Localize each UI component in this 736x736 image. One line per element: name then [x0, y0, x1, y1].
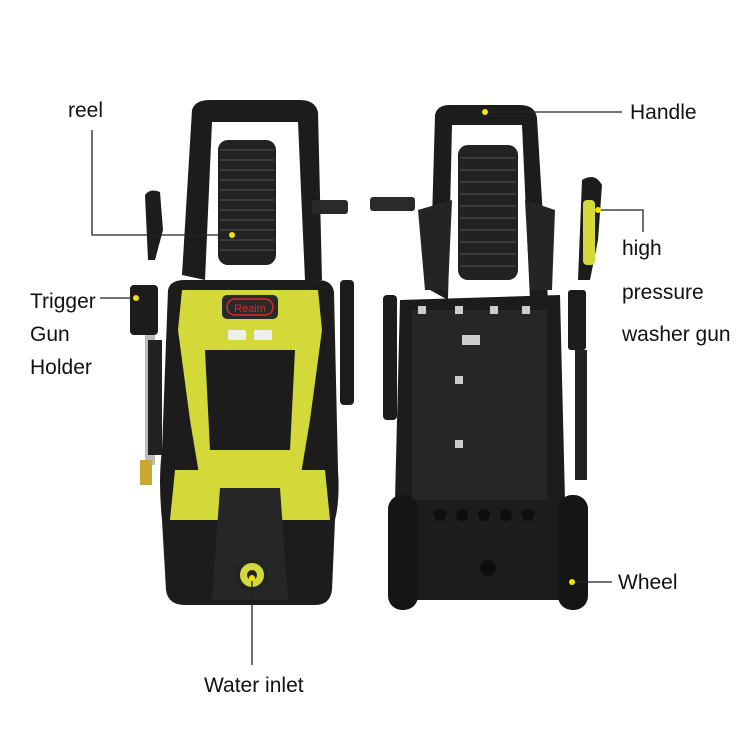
label-reel: reel	[68, 99, 104, 122]
reel-leader	[91, 130, 232, 236]
left-wheel	[388, 495, 418, 610]
brand-badge	[222, 295, 278, 319]
label-trigger-gun-holder-line1: Trigger	[30, 290, 96, 313]
label-gun-line1: high	[622, 237, 662, 260]
callout-dots	[133, 109, 601, 585]
label-water-inlet: Water inlet	[204, 674, 304, 697]
hose-reel-front	[218, 140, 348, 265]
label-handle: Handle	[630, 101, 697, 124]
label-gun-line3: washer gun	[622, 323, 731, 346]
label-gun-line2: pressure	[622, 281, 704, 304]
high-pressure-gun-back	[568, 176, 602, 480]
label-wheel: Wheel	[618, 571, 678, 594]
back-view-washer	[370, 105, 602, 610]
label-trigger-gun-holder-line3: Holder	[30, 356, 92, 379]
hose-reel-back	[370, 145, 518, 280]
right-wheel	[558, 495, 588, 610]
label-trigger-gun-holder-line2: Gun	[30, 323, 70, 346]
brand-logo: Reaim	[234, 303, 266, 315]
front-view-washer: Reaim	[130, 100, 354, 605]
leader-lines	[91, 111, 644, 665]
gun-leader	[598, 209, 644, 232]
